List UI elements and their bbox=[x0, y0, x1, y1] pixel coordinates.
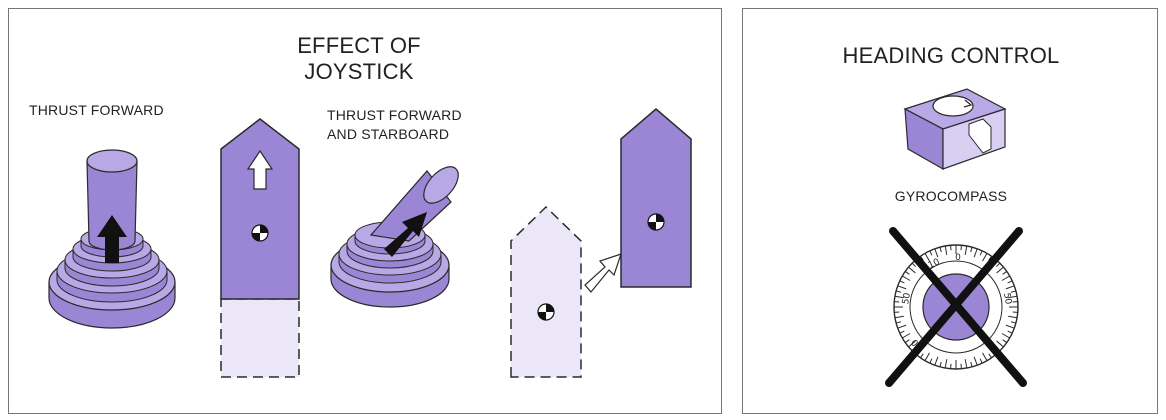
dial-tick bbox=[924, 352, 930, 361]
dial-tick bbox=[911, 262, 917, 268]
dial-tick bbox=[970, 246, 973, 253]
dial-tick bbox=[897, 285, 907, 290]
dial-tick bbox=[964, 359, 968, 369]
dial-tick bbox=[979, 358, 983, 364]
dial-tick bbox=[1008, 295, 1018, 299]
dial-tick bbox=[1010, 321, 1017, 324]
dial-tick bbox=[929, 250, 933, 256]
dial-tick bbox=[979, 250, 983, 256]
dial-tick bbox=[908, 266, 916, 274]
dial-tick bbox=[970, 361, 973, 368]
dial-tick bbox=[982, 352, 988, 361]
diagonal-movement-arrow bbox=[584, 253, 622, 293]
dial-tick bbox=[908, 340, 916, 348]
thrust-forward-starboard-label-line2: AND STARBOARD bbox=[327, 126, 450, 142]
heading-control-knob-icon bbox=[903, 88, 1007, 171]
dial-tick bbox=[1007, 280, 1013, 284]
dial-tick bbox=[920, 353, 924, 359]
dial-tick bbox=[996, 340, 1004, 348]
dial-tick bbox=[1002, 271, 1008, 275]
dial-tick bbox=[944, 359, 948, 369]
heading-control-illustrations: 0 10 50 50 80 bbox=[885, 88, 1027, 387]
dial-tick bbox=[1008, 315, 1018, 319]
dial-tick bbox=[973, 248, 978, 258]
dial-tick bbox=[924, 253, 930, 262]
boat-moved-forward bbox=[220, 118, 300, 300]
dial-tick bbox=[1005, 285, 1015, 290]
dial-tick bbox=[939, 246, 942, 253]
dial-tick bbox=[902, 333, 911, 339]
thrust-forward-starboard-label-line1: THRUST FORWARD bbox=[327, 107, 462, 123]
dial-tick bbox=[944, 245, 948, 255]
joystick-forward-starboard-icon bbox=[330, 166, 459, 308]
dial-tick bbox=[899, 330, 905, 334]
dial-mark-upper-left: 10 bbox=[927, 257, 942, 271]
gyrocompass-label: GYROCOMPASS bbox=[894, 188, 1008, 204]
dial-tick bbox=[1007, 330, 1013, 334]
dial-tick bbox=[934, 248, 939, 258]
dial-tick bbox=[1001, 333, 1010, 339]
dial-tick bbox=[895, 321, 902, 324]
dial-tick bbox=[902, 275, 911, 281]
dial-tick bbox=[1005, 324, 1015, 329]
dial-tick bbox=[988, 255, 992, 261]
heading-control-title: HEADING CONTROL bbox=[842, 43, 1060, 68]
heading-control-panel: HEADING CONTROL GYROCOMPASS 0 10 50 50 8… bbox=[742, 8, 1158, 414]
dial-tick bbox=[920, 255, 924, 261]
dial-tick bbox=[904, 339, 910, 343]
dial-tick bbox=[1010, 290, 1017, 293]
boat-start-position-2 bbox=[510, 205, 582, 378]
boat-moved-forward-starboard bbox=[620, 108, 692, 288]
dial-tick bbox=[973, 356, 978, 366]
cross-out-x-icon bbox=[885, 227, 1027, 387]
dial-tick bbox=[982, 253, 988, 262]
joystick-effect-panel: EFFECT OF JOYSTICK THRUST FORWARD THRUST… bbox=[8, 8, 722, 414]
dial-tick bbox=[897, 324, 907, 329]
dial-mark-left: 50 bbox=[901, 292, 913, 305]
dial-mark-top: 0 bbox=[955, 253, 961, 263]
dial-tick bbox=[1002, 339, 1008, 343]
joystick-illustrations bbox=[48, 108, 692, 378]
thrust-forward-label: THRUST FORWARD bbox=[29, 102, 164, 118]
dial-tick bbox=[988, 353, 992, 359]
dial-tick bbox=[904, 271, 910, 275]
dial-tick bbox=[995, 262, 1001, 268]
dial-tick bbox=[899, 280, 905, 284]
dial-tick bbox=[894, 295, 904, 299]
dial-tick bbox=[894, 315, 904, 319]
dial-tick bbox=[939, 361, 942, 368]
joystick-title-line1: EFFECT OF bbox=[297, 33, 421, 58]
joystick-forward-icon bbox=[48, 149, 176, 329]
dial-tick bbox=[929, 358, 933, 364]
boat-start-position bbox=[220, 298, 300, 378]
dial-tick bbox=[934, 356, 939, 366]
joystick-title-line2: JOYSTICK bbox=[304, 59, 414, 84]
dial-tick bbox=[1001, 275, 1010, 281]
dial-mark-right: 50 bbox=[1001, 292, 1013, 305]
dial-tick bbox=[895, 290, 902, 293]
dial-tick bbox=[964, 245, 968, 255]
dial-tick bbox=[996, 266, 1004, 274]
